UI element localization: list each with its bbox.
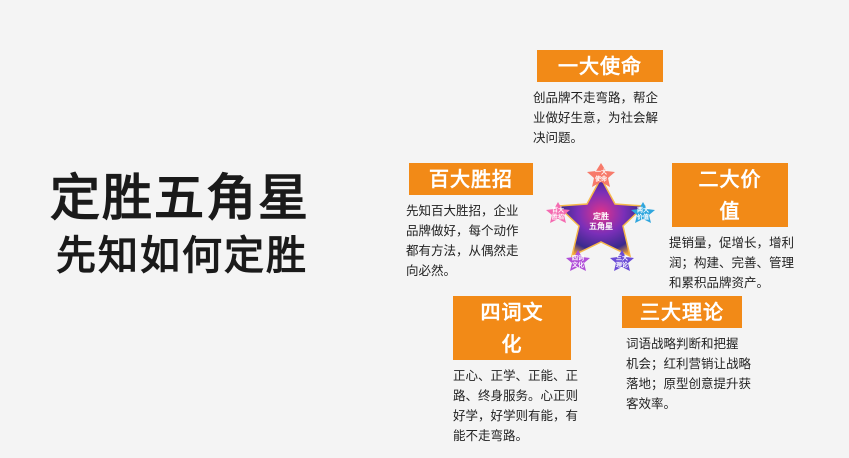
- values-tag: 二大价值: [672, 163, 788, 227]
- theories-tag: 三大理论: [622, 296, 742, 328]
- star-point-label-right: 两大 价值: [636, 207, 649, 221]
- star-center-label: 定胜 五角星: [589, 212, 613, 231]
- five-point-star: 定胜 五角星 一大 使命 两大 价值 三大 理论 四词 文化 百大 胜招: [536, 160, 666, 280]
- culture-desc: 正心、正学、正能、正 路、终身服务。心正则 好学，好学则有能，有 能不走弯路。: [453, 368, 579, 443]
- tactics-desc: 先知百大胜招，企业 品牌做好，每个动作 都有方法，从偶然走 向必然。: [406, 203, 519, 278]
- title-line-1: 定胜五角星: [50, 169, 310, 227]
- mission-tag: 一大使命: [537, 50, 663, 82]
- star-point-right: [631, 202, 655, 223]
- block-mission: 一大使命 创品牌不走弯路，帮企 业做好生意，为社会解 决问题。: [533, 50, 673, 148]
- block-values: 二大价值 提销量，促增长，增利 润；构建、完善、管理 和累积品牌资产。: [669, 163, 795, 293]
- star-point-label-bottom-left: 四词 文化: [571, 255, 584, 269]
- star-graphic: [546, 163, 655, 271]
- block-culture: 四词文化 正心、正学、正能、正 路、终身服务。心正则 好学，好学则有能，有 能不…: [453, 296, 578, 446]
- star-point-top: [587, 163, 615, 187]
- culture-tag: 四词文化: [453, 296, 571, 360]
- block-tactics: 百大胜招 先知百大胜招，企业 品牌做好，每个动作 都有方法，从偶然走 向必然。: [406, 163, 533, 281]
- star-point-left: [546, 202, 570, 223]
- star-body: [556, 176, 646, 258]
- star-point-label-left: 百大 胜招: [551, 207, 564, 221]
- star-point-bottom-left: [566, 250, 590, 271]
- main-title: 定胜五角星 先知如何定胜: [50, 170, 310, 280]
- mission-desc: 创品牌不走弯路，帮企 业做好生意，为社会解 决问题。: [533, 90, 659, 145]
- title-line-2: 先知如何定胜: [56, 233, 308, 279]
- block-theories: 三大理论 词语战略判断和把握 机会；红利营销让战略 落地；原型创意提升获 客效率…: [622, 296, 751, 414]
- star-point-label-top: 一大 使命: [594, 169, 607, 183]
- tactics-tag: 百大胜招: [409, 163, 533, 195]
- star-point-bottom-right: [610, 250, 634, 271]
- star-point-label-bottom-right: 三大 理论: [615, 255, 628, 269]
- theories-desc: 词语战略判断和把握 机会；红利营销让战略 落地；原型创意提升获 客效率。: [626, 336, 752, 411]
- values-desc: 提销量，促增长，增利 润；构建、完善、管理 和累积品牌资产。: [669, 235, 795, 290]
